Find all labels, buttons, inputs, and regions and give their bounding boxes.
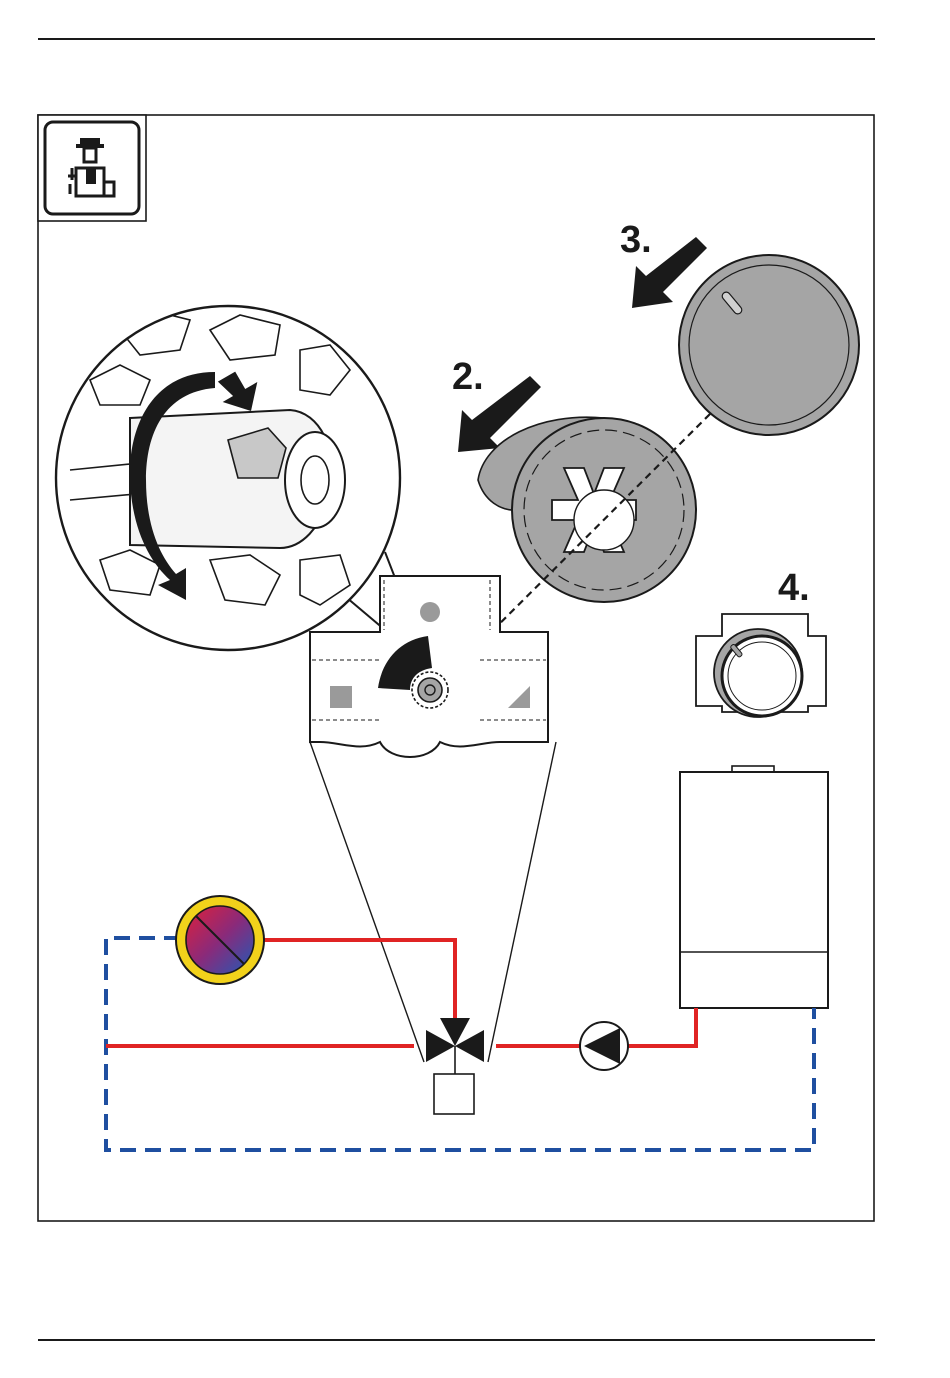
knob-cap: [679, 255, 859, 435]
step-4-label: 4.: [778, 567, 810, 609]
temperature-sensor-icon: [176, 896, 264, 984]
adapter-ring: [478, 417, 696, 602]
pump-icon: [580, 1022, 628, 1070]
boiler-unit: [680, 766, 828, 1008]
step-2-label: 2.: [452, 356, 484, 398]
mixing-valve-symbol: [426, 1018, 484, 1114]
projection-line-right: [488, 742, 556, 1062]
projection-line-left: [310, 742, 424, 1062]
step-3-label: 3.: [620, 219, 652, 261]
assembled-knob: [696, 614, 826, 717]
zoom-detail-bubble: [56, 306, 430, 668]
installer-technician-icon: [38, 115, 146, 221]
